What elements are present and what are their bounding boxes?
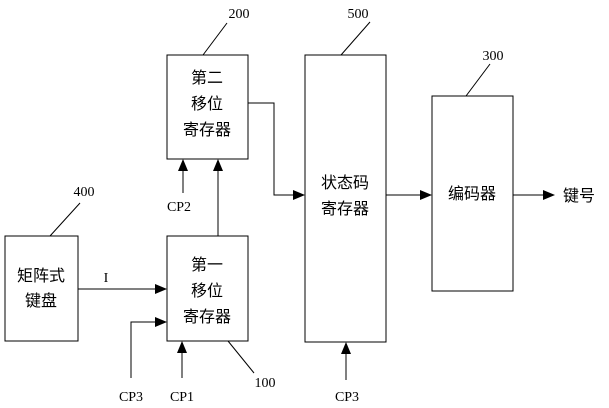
shift-register-2-label-line1: 第二	[191, 68, 223, 87]
input-signal-label: I	[104, 271, 109, 286]
cp3-shift-clock-wire	[131, 317, 167, 378]
state-code-register-label-line2: 寄存器	[321, 199, 369, 218]
cp2-label: CP2	[167, 200, 191, 215]
ref-400-leader	[50, 203, 80, 236]
cp1-clock-wire	[177, 341, 187, 378]
ref-400-label: 400	[74, 185, 95, 200]
cp2-clock-wire	[178, 159, 188, 193]
cp3-state-label: CP3	[335, 390, 359, 405]
shift-chain-wire	[213, 159, 223, 236]
ref-300-label: 300	[483, 49, 504, 64]
shift-register-1-block: 第一 移位 寄存器	[167, 236, 248, 341]
state-code-register-block: 状态码 寄存器	[305, 55, 386, 342]
cp3-state-clock-wire	[341, 342, 351, 380]
encoder-label: 编码器	[448, 184, 496, 203]
ref-500-label: 500	[348, 7, 369, 22]
shift-register-1-label-line2: 移位	[191, 281, 223, 300]
output-wire	[513, 190, 555, 200]
output-label: 键号	[563, 186, 595, 205]
ref-200-label: 200	[229, 7, 250, 22]
state-code-register-label-line1: 状态码	[321, 173, 369, 192]
input-signal-wire	[78, 284, 167, 294]
shift-register-2-block: 第二 移位 寄存器	[167, 55, 248, 159]
keyboard-label-line2: 键盘	[25, 291, 57, 310]
ref-100-leader	[228, 341, 254, 373]
shift-register-2-label-line2: 移位	[191, 94, 223, 113]
state-to-encoder-wire	[386, 190, 432, 200]
ref-300-leader	[466, 64, 490, 96]
shift-to-state-wire	[248, 103, 305, 200]
shift-register-2-label-line3: 寄存器	[183, 120, 231, 139]
encoder-block: 编码器	[432, 96, 513, 291]
ref-200-leader	[203, 23, 227, 55]
keyboard-label-line1: 矩阵式	[17, 266, 65, 285]
cp1-label: CP1	[170, 390, 194, 405]
keyboard-block: 矩阵式 键盘	[5, 236, 78, 341]
ref-100-label: 100	[255, 376, 276, 391]
shift-register-1-label-line3: 寄存器	[183, 307, 231, 326]
ref-500-leader	[341, 22, 370, 55]
cp3-shift-label: CP3	[119, 390, 143, 405]
shift-register-1-label-line1: 第一	[191, 255, 223, 274]
